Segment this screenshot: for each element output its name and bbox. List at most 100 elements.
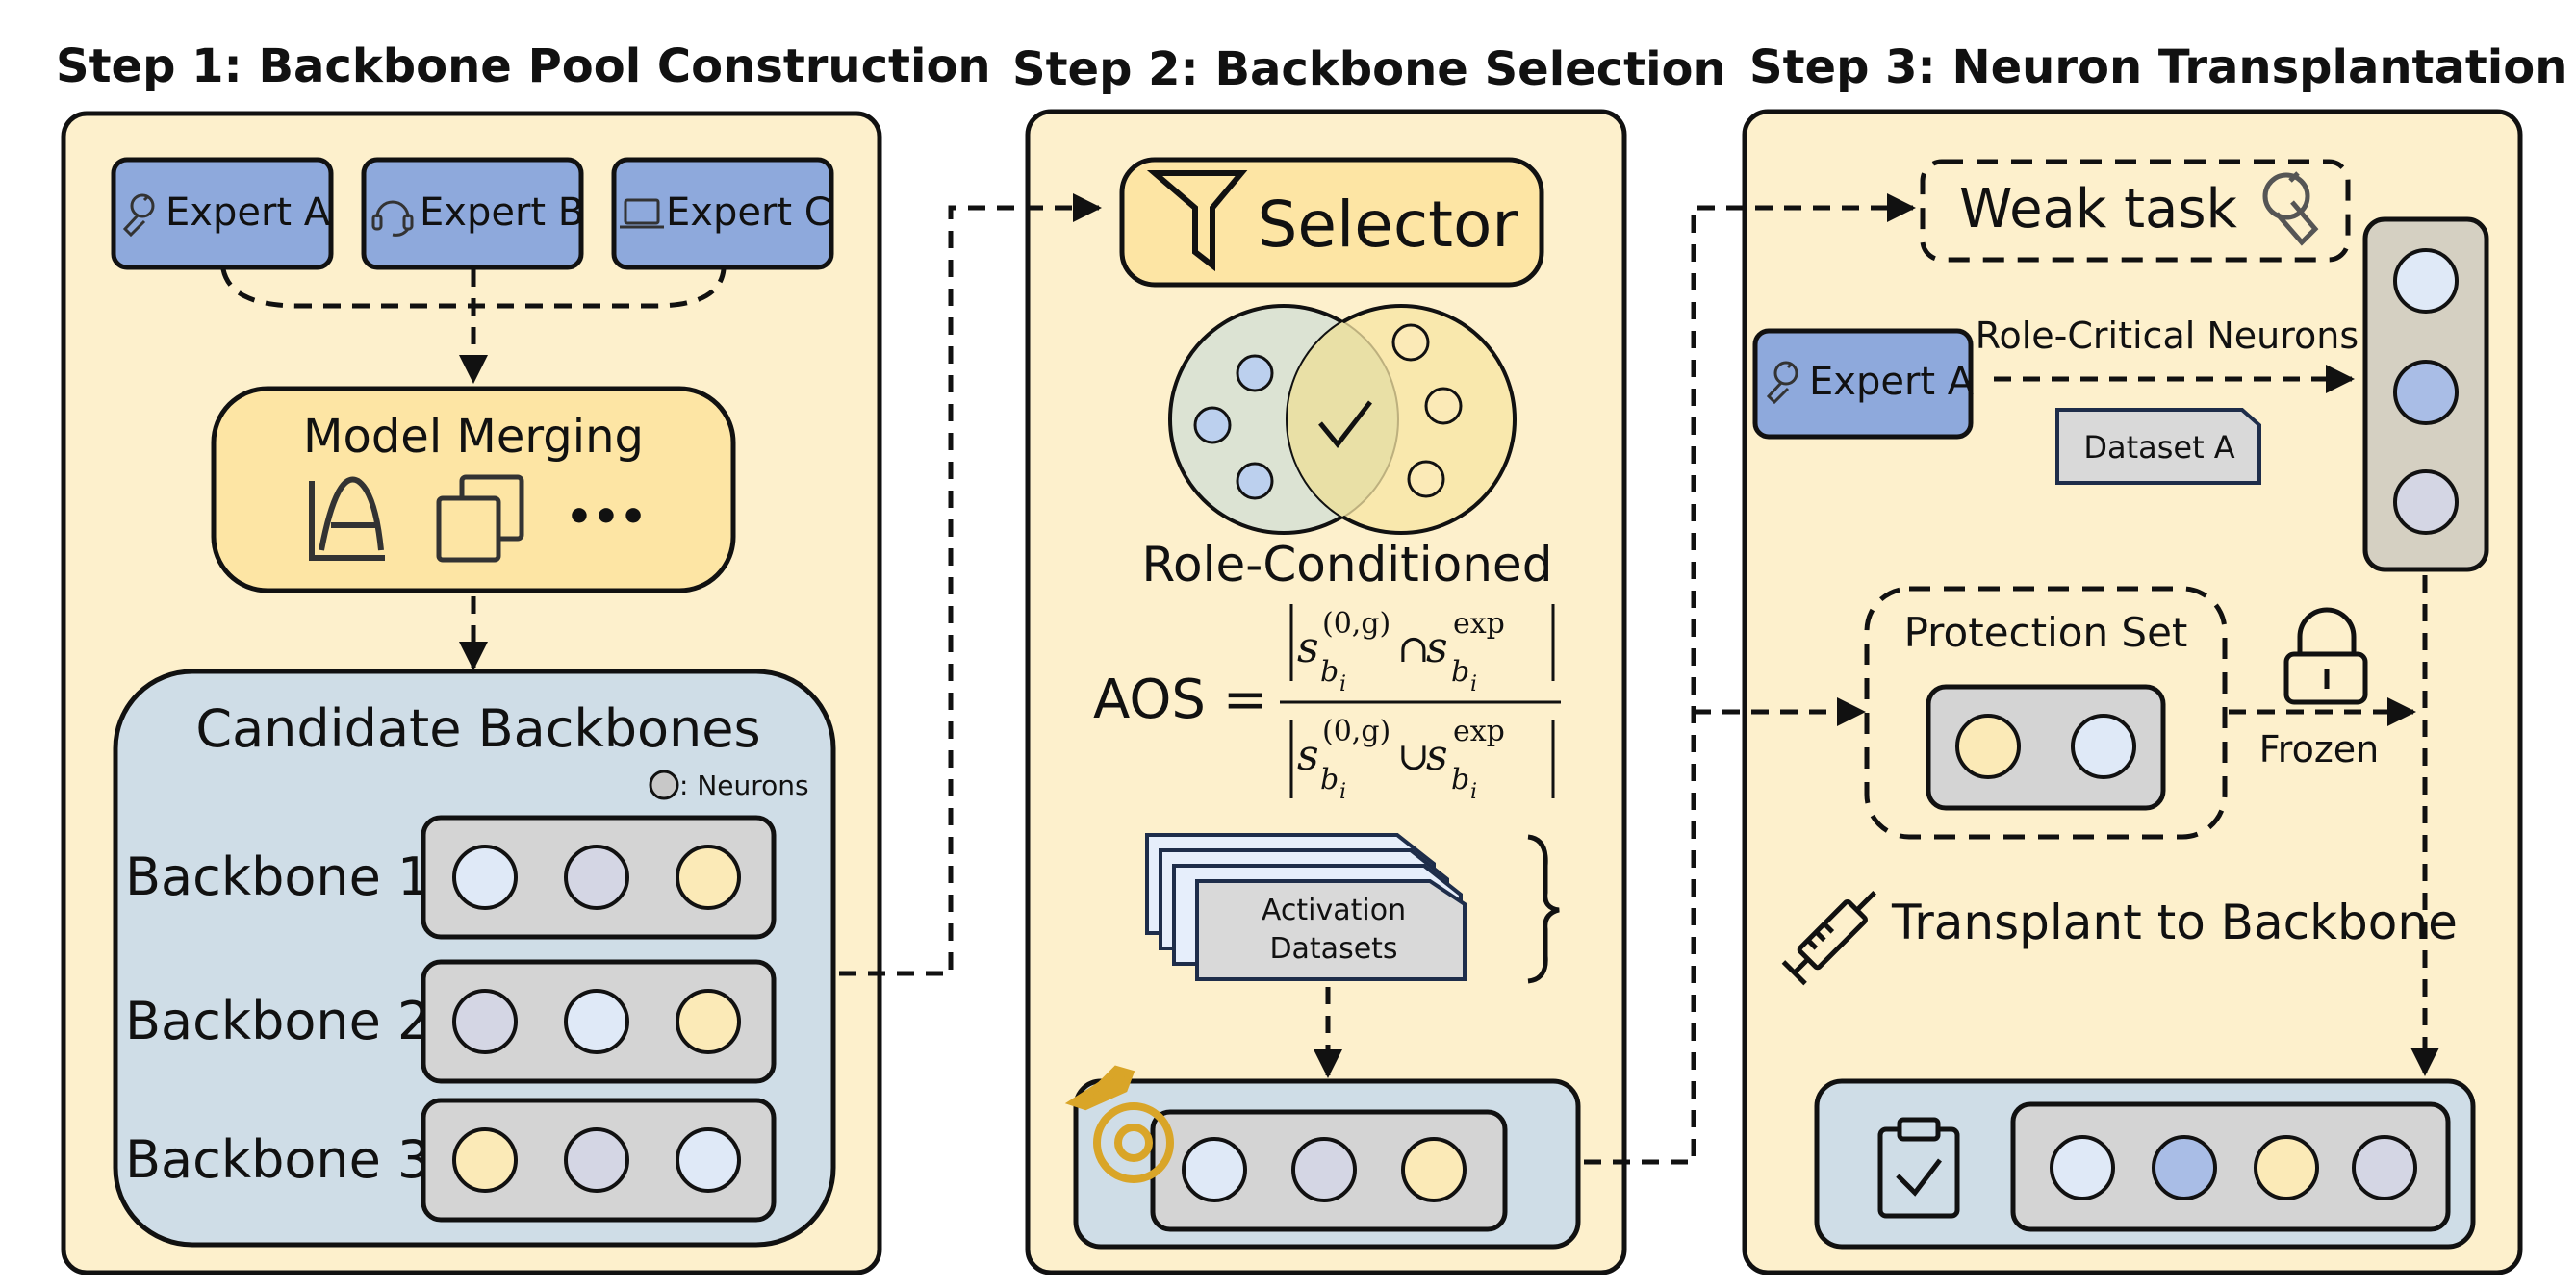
venn-neuron [1391,323,1430,362]
wrench-icon [122,193,155,238]
neuron [1401,1137,1467,1202]
backbone-row: Backbone 2 [125,959,777,1084]
expert-a-label: Expert A [166,190,331,235]
neuron [452,1127,518,1193]
neuron [2352,1135,2417,1200]
weak-task-label: Weak task [1959,178,2238,240]
backbone-label: Backbone 3 [125,1129,430,1190]
neuron [1182,1137,1247,1202]
neuron [2393,248,2459,314]
neuron [2050,1135,2115,1200]
aos-formula: AOS = s (0,g) b i ∩ s exp b i s (0,g) b … [1093,604,1561,804]
expert-b-box: Expert B [361,157,584,270]
formula-sup: (0,g) [1322,607,1390,641]
neuron [1955,714,2021,779]
neuron [564,1127,629,1193]
selector-label: Selector [1257,188,1518,262]
formula-sub: b [1451,655,1469,689]
activation-label-1: Activation [1262,894,1406,927]
syringe-icon [1781,891,1876,986]
expert-a-step3-label: Expert A [1809,360,1975,404]
aos-label: AOS = [1093,669,1268,731]
step1-title: Step 1: Backbone Pool Construction [56,39,991,93]
formula-sup: (0,g) [1322,715,1390,748]
selector-box: Selector [1119,157,1544,288]
protection-set-box: Protection Set [1864,586,2228,840]
protection-set-label: Protection Set [1904,609,2188,656]
expert-a-box: Expert A [111,157,334,270]
lock-icon [2283,607,2368,705]
copy-layers-icon [436,474,524,563]
frozen-label: Frozen [2259,728,2380,770]
neuron [676,845,741,910]
neuron-legend-label: : Neurons [679,770,809,801]
venn-neuron [1236,462,1274,500]
filter-icon [1146,170,1248,272]
arrow-backbone-to-weak-task [1584,193,1916,1165]
formula-sub-index: i [1339,672,1346,696]
merging-ellipsis: ••• [566,492,647,542]
formula-s: s [1426,623,1448,672]
venn-neuron [1407,460,1445,498]
final-backbone-box [1814,1078,2476,1250]
model-merging-label: Model Merging [303,410,644,464]
formula-sub: b [1320,763,1339,796]
activation-label-2: Datasets [1269,932,1397,966]
neuron [564,989,629,1054]
formula-sup: exp [1453,715,1505,748]
neuron [2393,360,2459,425]
step2-title: Step 2: Backbone Selection [1012,42,1726,96]
role-conditioned-label: Role-Conditioned [1142,537,1553,593]
neuron [452,845,518,910]
expert-b-label: Expert B [420,190,584,235]
neuron [676,989,741,1054]
neuron [1291,1137,1357,1202]
laptop-icon [620,198,664,229]
neuron [452,989,518,1054]
dataset-a-doc: Dataset A [2055,408,2261,485]
wrench-icon [1766,361,1798,405]
arrow-candidates-to-selector [839,193,1102,976]
venn-neuron [1424,387,1463,425]
merge-curve-icon [309,476,385,561]
backbone-row: Backbone 1 [125,815,777,940]
neuron [676,1127,741,1193]
merge-connector [220,268,727,309]
formula-s: s [1426,731,1448,780]
transplant-label: Transplant to Backbone [1891,895,2458,950]
clipboard-check-icon [1877,1117,1960,1219]
expert-c-label: Expert C [666,190,831,235]
dataset-a-label: Dataset A [2083,429,2234,466]
candidate-backbones-title: Candidate Backbones [195,698,760,759]
expert-a-step3-box: Expert A [1752,328,1975,440]
formula-s: s [1297,623,1319,672]
formula-sub-index: i [1339,780,1346,804]
wrench-icon [2262,171,2319,246]
formula-sub: b [1320,655,1339,689]
neuron [564,845,629,910]
formula-sup: exp [1453,607,1505,641]
brace-icon [1527,834,1560,984]
check-icon [1318,400,1372,449]
formula-intersect: ∩ [1397,627,1430,671]
venn-neuron [1236,354,1274,392]
formula-sub-index: i [1470,780,1477,804]
backbone-row: Backbone 3 [125,1098,777,1223]
neuron [2071,714,2136,779]
formula-union: ∪ [1397,735,1430,779]
backbone-label: Backbone 1 [125,846,430,907]
model-merging-box: Model Merging ••• [211,386,736,593]
role-venn-diagram [1168,304,1517,535]
role-critical-label: Role-Critical Neurons [1976,315,2359,357]
backbone-label: Backbone 2 [125,991,430,1051]
expert-c-box: Expert C [611,157,834,270]
activation-datasets-stack: Activation Datasets [1145,833,1467,981]
headset-icon [371,200,414,237]
venn-intersection [1288,322,1397,517]
medal-icon [1064,1065,1174,1183]
neuron [2254,1135,2319,1200]
step3-title: Step 3: Neuron Transplantation [1749,40,2567,94]
neuron-legend-icon [649,770,679,800]
weak-task-box: Weak task [1920,159,2351,263]
